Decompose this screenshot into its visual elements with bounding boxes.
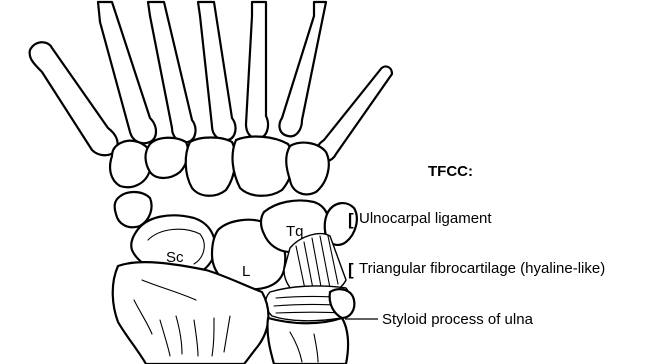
trapezoid [146, 138, 189, 178]
capitate [186, 138, 236, 196]
ulnocarpal-bracket: [ [348, 210, 354, 229]
fibrocartilage-bracket: [ [348, 260, 354, 279]
distal-carpal-row [110, 137, 329, 196]
metacarpal-2 [98, 2, 156, 143]
metacarpal-5 [246, 2, 268, 138]
pisiform-area [286, 143, 329, 195]
triquetrum-label: Tq [286, 223, 304, 240]
hamate [233, 137, 293, 196]
metacarpal-4 [198, 2, 235, 140]
ulnocarpal-ligament-label: Ulnocarpal ligament [359, 210, 492, 227]
lunate-label: L [242, 263, 250, 280]
tfcc-title: TFCC: [428, 163, 473, 180]
triangular-fibrocartilage-label: Triangular fibrocartilage (hyaline-like) [359, 260, 605, 277]
metacarpal-6 [280, 2, 326, 136]
scaphoid-label: Sc [166, 249, 184, 266]
metacarpal-7 [316, 67, 392, 162]
metacarpal-1 [30, 42, 118, 155]
styloid-process-label: Styloid process of ulna [382, 311, 534, 328]
metacarpal-3 [148, 2, 195, 142]
